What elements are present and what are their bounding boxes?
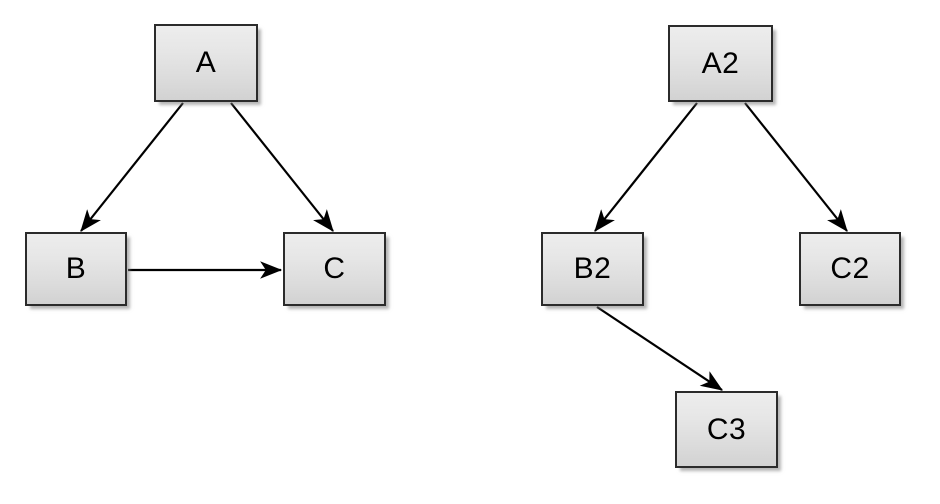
edge-a2-to-b2 — [594, 102, 698, 232]
node-b[interactable]: B — [25, 232, 127, 306]
node-a2[interactable]: A2 — [668, 25, 773, 102]
node-c[interactable]: C — [283, 232, 386, 306]
node-label-c2: C2 — [830, 252, 870, 285]
edge-a2-to-c2 — [744, 102, 848, 232]
node-label-a2: A2 — [701, 46, 740, 80]
edge-a-to-c — [230, 102, 334, 232]
node-label-b: B — [65, 252, 87, 285]
node-c2[interactable]: C2 — [799, 232, 901, 306]
node-label-b2: B2 — [573, 252, 612, 285]
node-label-a: A — [195, 46, 217, 79]
node-a[interactable]: A — [154, 24, 258, 102]
node-label-c3: C3 — [706, 412, 747, 446]
node-b2[interactable]: B2 — [541, 232, 644, 306]
node-c3[interactable]: C3 — [675, 391, 778, 468]
edge-b2-to-c3 — [596, 306, 723, 391]
edge-a-to-b — [80, 102, 184, 232]
node-label-c: C — [323, 252, 346, 285]
